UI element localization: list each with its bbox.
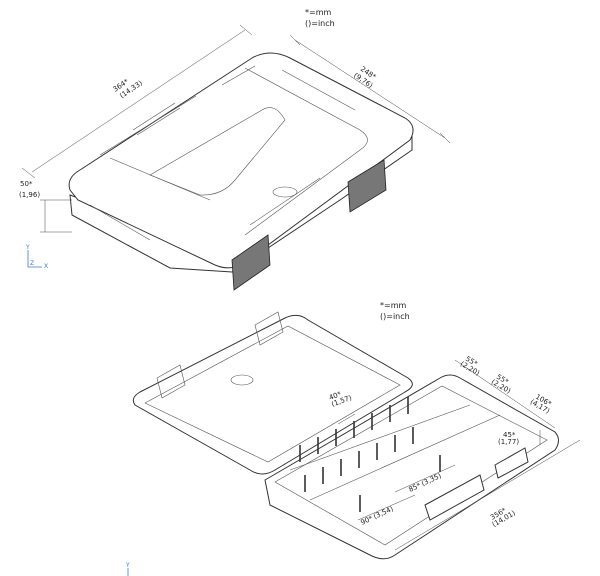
tray-latch-right <box>494 447 529 479</box>
axis-z-label: Z <box>30 260 34 267</box>
dimension-line-compartments <box>357 464 456 521</box>
dimension-line-widths <box>337 359 556 429</box>
axis-y-label-bottom: Y <box>125 562 130 569</box>
open-lid-label-oval <box>230 374 254 386</box>
open-lid-inner-rim <box>144 325 401 463</box>
lid-raised-panel <box>149 107 286 196</box>
tray-cross-dividers <box>299 397 441 512</box>
axis-y-label: Y <box>25 244 30 251</box>
hinge-tab-right <box>254 311 284 346</box>
dimension-line-width <box>289 34 451 144</box>
axis-triad-bottom: Y <box>125 562 130 576</box>
closed-case <box>68 52 414 291</box>
height-inch-label: (1,96) <box>19 191 40 199</box>
dimension-line-height <box>40 199 72 233</box>
tray-divider-long <box>289 404 471 471</box>
axis-triad-icon <box>27 250 42 268</box>
closed-dimensions <box>21 24 451 233</box>
units-note-mm: *=mm <box>305 8 331 17</box>
depth-inch: (1,77) <box>498 438 519 446</box>
tray-inner-rim <box>274 385 548 546</box>
lid-label-oval <box>272 186 298 198</box>
depth-mm: 45* <box>503 431 516 439</box>
lid-rib <box>249 177 321 226</box>
tray-latch-left <box>424 474 485 521</box>
units-note-inch-open: ()=inch <box>380 312 410 321</box>
open-lid <box>132 314 413 475</box>
dimension-line-inner-length <box>394 439 581 551</box>
lid-rib <box>281 69 356 111</box>
latch-left <box>231 234 271 291</box>
tray-body <box>264 374 559 560</box>
dimension-line-length <box>21 24 253 179</box>
axis-triad-top: Y Z X <box>25 244 48 270</box>
open-case <box>132 311 559 560</box>
lid-rib <box>136 107 181 136</box>
open-dimensions <box>337 359 581 551</box>
compartment-small-mm: 40* <box>328 390 343 402</box>
units-note-mm-open: *=mm <box>380 301 406 310</box>
hinge-tab-left <box>156 364 186 399</box>
height-mm-label: 50* <box>20 180 33 188</box>
lid-inner-outline <box>99 65 368 236</box>
tray-divider-long <box>309 414 501 501</box>
axis-x-label: X <box>44 263 48 270</box>
lid-rib <box>89 204 151 241</box>
lid-rib <box>132 102 176 131</box>
units-note-inch: ()=inch <box>305 19 335 28</box>
latch-right <box>347 159 387 213</box>
